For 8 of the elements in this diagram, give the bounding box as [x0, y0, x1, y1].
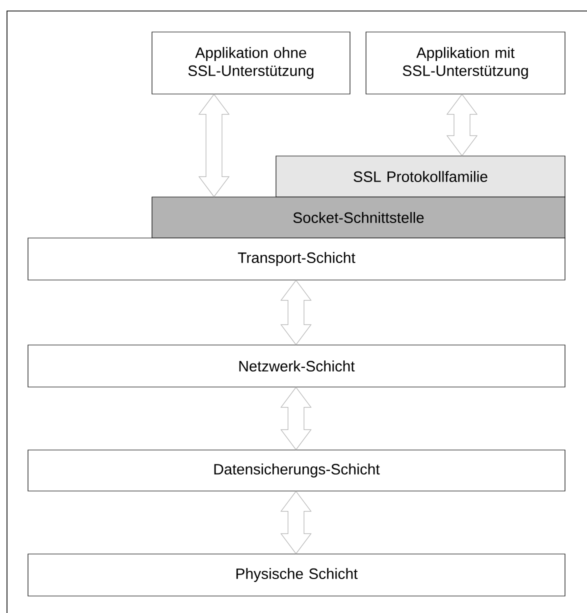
layer-box: Datensicherungs-Schicht	[28, 450, 566, 492]
application-box: Applikation ohne SSL-Unterstützung	[152, 32, 350, 94]
application-box: Applikation mit SSL-Unterstützung	[366, 32, 566, 94]
protocol-layer-box: SSL Protokollfamilie	[276, 156, 566, 198]
interface-layer-box: Socket-Schnittstelle	[152, 196, 566, 238]
layer-box: Physische Schicht	[28, 554, 566, 596]
layer-box: Transport-Schicht	[28, 238, 566, 280]
layer-box: Netzwerk-Schicht	[28, 344, 566, 388]
